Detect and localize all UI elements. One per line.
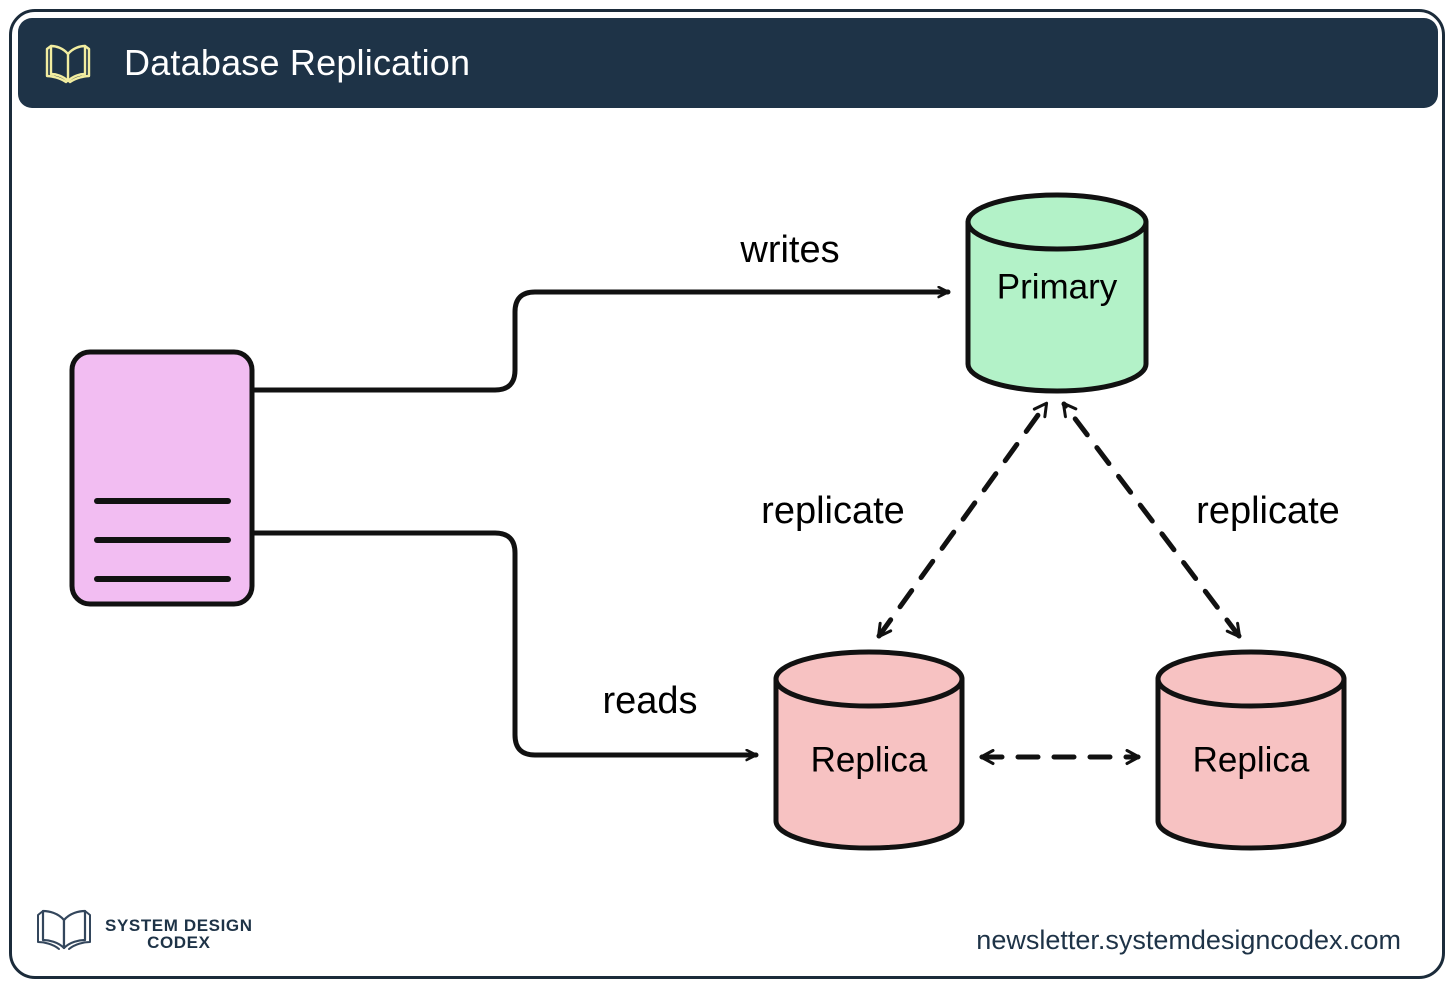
node-replica-2[interactable]: Replica [1155,649,1347,851]
node-primary[interactable]: Primary [965,192,1149,394]
footer-url[interactable]: newsletter.systemdesigncodex.com [976,925,1401,955]
edge-label-writes: writes [739,229,839,271]
edge-label-replicate-right: replicate [1196,490,1340,532]
edge-replicate-right [1061,401,1242,639]
edge-writes [249,292,951,393]
page-title: Database Replication [124,42,471,83]
node-client[interactable] [69,349,255,607]
node-label-replica-2: Replica [1193,740,1310,779]
edge-reads [249,530,759,755]
node-label-primary: Primary [997,267,1118,306]
open-book-icon [33,908,95,959]
footer-logo-line-1: SYSTEM DESIGN [105,915,253,935]
open-book-icon [40,39,96,87]
edge-label-replicate-left: replicate [761,490,905,532]
edge-replicate-left [876,401,1049,639]
footer-logo-wordmark: SYSTEM DESIGN CODEX [105,917,253,951]
footer-logo: SYSTEM DESIGN CODEX [33,908,253,959]
edge-label-reads: reads [602,680,697,722]
header-bar: Database Replication [18,18,1438,108]
node-label-replica-1: Replica [811,740,928,779]
node-replica-1[interactable]: Replica [773,649,965,851]
footer-logo-line-2: CODEX [147,932,211,952]
